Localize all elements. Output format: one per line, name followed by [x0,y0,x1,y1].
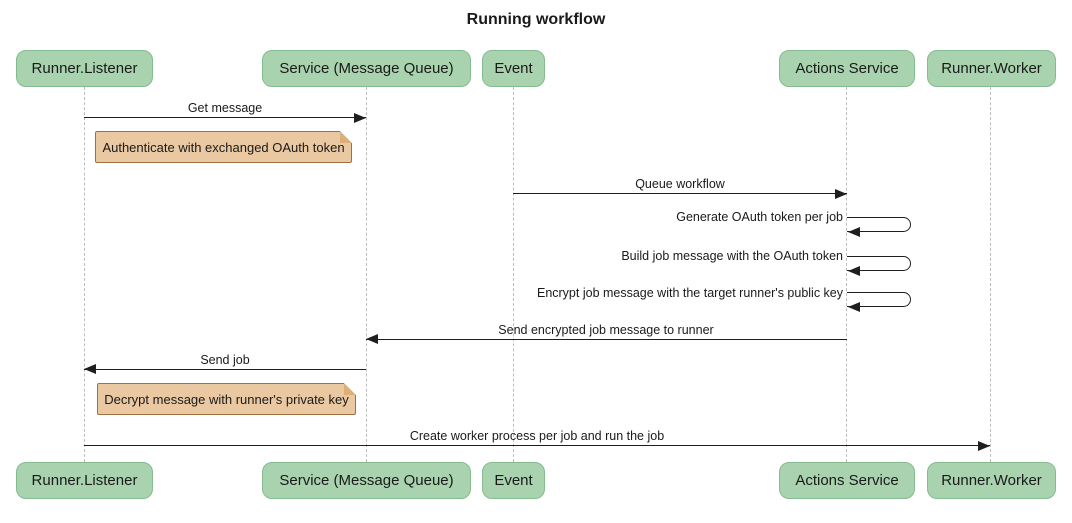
actor-top-runner-worker: Runner.Worker [927,50,1056,87]
actor-top-runner-listener: Runner.Listener [16,50,153,87]
self-loop-build-job-message [847,256,911,271]
self-loop-generate-oauth-token [847,217,911,232]
actor-top-event: Event [482,50,545,87]
message-label-get-message: Get message [187,101,263,115]
arrowhead-left-icon [366,334,378,344]
message-line-send-encrypted-job [366,339,847,340]
diagram-title: Running workflow [466,11,606,28]
lifeline-runner-worker [990,87,991,462]
lifeline-service-message-queue [366,87,367,462]
actor-bottom-runner-worker: Runner.Worker [927,462,1056,499]
note-decrypt: Decrypt message with runner's private ke… [97,383,356,415]
lifeline-event [513,87,514,462]
note-fold-icon [340,131,352,143]
actor-bottom-runner-listener: Runner.Listener [16,462,153,499]
message-label-build-job-message: Build job message with the OAuth token [621,249,843,263]
message-label-send-encrypted-job: Send encrypted job message to runner [498,323,714,337]
message-line-queue-workflow [513,193,847,194]
arrowhead-left-icon [848,266,860,276]
lifeline-actions-service [846,87,847,462]
actor-label: Runner.Listener [31,472,138,489]
actor-label: Event [494,60,533,77]
message-line-get-message [84,117,366,118]
actor-bottom-event: Event [482,462,545,499]
actor-label: Event [494,472,533,489]
note-label: Decrypt message with runner's private ke… [104,391,349,407]
actor-label: Service (Message Queue) [279,60,454,77]
actor-label: Actions Service [795,60,899,77]
message-label-send-job: Send job [200,353,250,367]
actor-top-service-message-queue: Service (Message Queue) [262,50,471,87]
arrowhead-right-icon [835,189,847,199]
actor-label: Runner.Worker [941,60,1042,77]
message-label-queue-workflow: Queue workflow [635,177,725,191]
arrowhead-right-icon [354,113,366,123]
message-label-create-worker: Create worker process per job and run th… [409,429,665,443]
message-label-generate-oauth-token: Generate OAuth token per job [676,210,843,224]
note-fold-icon [344,383,356,395]
actor-bottom-service-message-queue: Service (Message Queue) [262,462,471,499]
actor-bottom-actions-service: Actions Service [779,462,915,499]
actor-label: Runner.Listener [31,60,138,77]
actor-label: Actions Service [795,472,899,489]
message-line-create-worker [84,445,990,446]
note-label: Authenticate with exchanged OAuth token [102,139,345,155]
arrowhead-left-icon [848,302,860,312]
message-label-encrypt-job-message: Encrypt job message with the target runn… [536,286,843,300]
actor-label: Runner.Worker [941,472,1042,489]
message-line-send-job [84,369,366,370]
self-loop-encrypt-job-message [847,292,911,307]
arrowhead-right-icon [978,441,990,451]
note-authenticate: Authenticate with exchanged OAuth token [95,131,352,163]
actor-top-actions-service: Actions Service [779,50,915,87]
lifeline-runner-listener [84,87,85,462]
arrowhead-left-icon [84,364,96,374]
arrowhead-left-icon [848,227,860,237]
actor-label: Service (Message Queue) [279,472,454,489]
